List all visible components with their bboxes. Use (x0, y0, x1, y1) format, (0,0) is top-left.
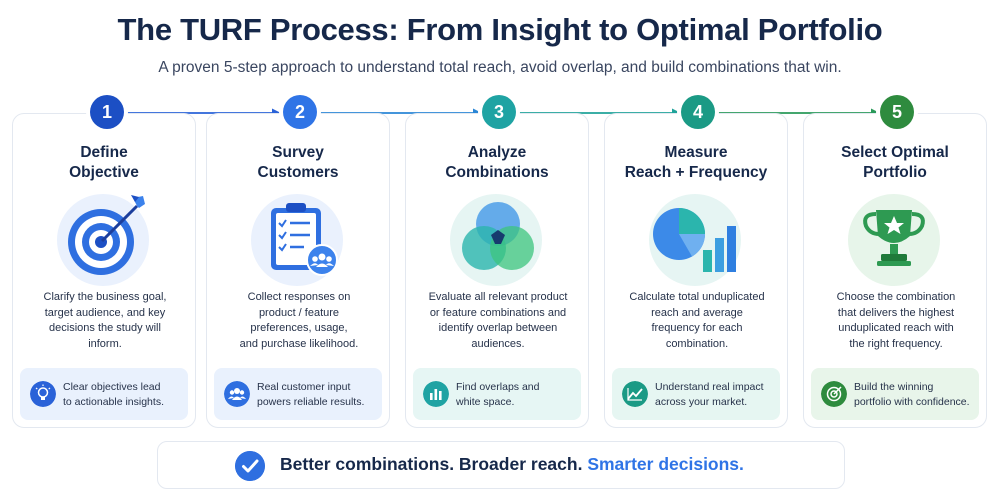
step-description: Clarify the business goal,target audienc… (43, 291, 167, 350)
page-subtitle: A proven 5-step approach to understand t… (158, 59, 842, 76)
footer-tagline: Better combinations. Broader reach. Smar… (280, 454, 744, 474)
page-title: The TURF Process: From Insight to Optima… (117, 12, 883, 47)
step-number-badge-4: 4 (681, 95, 715, 129)
pie-bar-chart-icon (649, 194, 741, 286)
step-number-badge-1: 1 (90, 95, 124, 129)
lightbulb-icon (30, 381, 56, 407)
footer-tagline-highlight: Smarter decisions. (587, 454, 744, 474)
bar-chart-icon (423, 381, 449, 407)
step-number-badge-3: 3 (482, 95, 516, 129)
step-number-badge-2: 2 (283, 95, 317, 129)
clipboard-survey-icon (251, 194, 343, 286)
step-number-badge-5: 5 (880, 95, 914, 129)
trend-line-icon (622, 381, 648, 407)
footer-banner: Better combinations. Broader reach. Smar… (157, 441, 845, 489)
checkmark-icon (235, 451, 265, 481)
trophy-icon (848, 194, 940, 286)
target-check-icon (821, 381, 847, 407)
target-icon (57, 194, 149, 286)
people-icon (224, 381, 250, 407)
venn-diagram-icon (450, 194, 542, 286)
